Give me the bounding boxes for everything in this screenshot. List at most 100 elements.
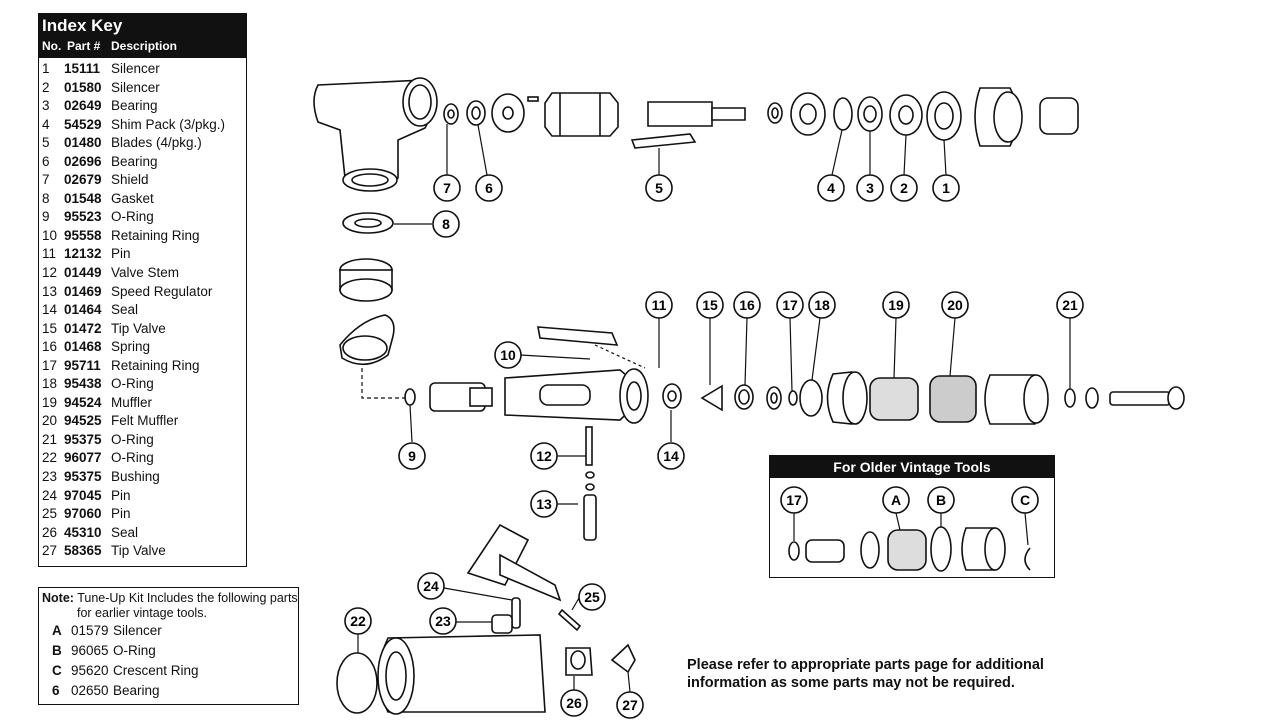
callout-5: 5 bbox=[645, 174, 673, 202]
part-silencer-2 bbox=[889, 94, 923, 136]
row-part: 01468 bbox=[64, 339, 102, 355]
row-desc: O-Ring bbox=[111, 450, 154, 466]
row-no: 12 bbox=[42, 265, 58, 281]
svg-text:27: 27 bbox=[622, 697, 638, 713]
row-no: 2 bbox=[42, 79, 50, 95]
callout-4: 4 bbox=[817, 174, 845, 202]
svg-text:B: B bbox=[936, 492, 946, 508]
svg-text:9: 9 bbox=[408, 448, 416, 464]
row-part: 95375 bbox=[64, 469, 102, 485]
refer-message-line1: Please refer to appropriate parts page f… bbox=[687, 657, 1044, 673]
row-no: 14 bbox=[42, 302, 58, 318]
part-collet bbox=[1039, 97, 1079, 135]
row-no: 21 bbox=[42, 431, 58, 447]
row-desc: Seal bbox=[111, 302, 139, 318]
part-muffler bbox=[869, 377, 919, 421]
part-motor-housing bbox=[504, 368, 649, 424]
part-rotor-blades bbox=[630, 101, 746, 149]
note-row-letter: A bbox=[52, 623, 62, 638]
row-desc: Tip Valve bbox=[111, 320, 166, 336]
row-desc: Blades (4/pkg.) bbox=[111, 135, 202, 151]
callout-1: 1 bbox=[932, 174, 960, 202]
row-desc: Felt Muffler bbox=[111, 413, 179, 429]
part-end-plate bbox=[790, 92, 826, 136]
callout-3: 3 bbox=[856, 174, 884, 202]
vintage-callout-a: A bbox=[882, 486, 910, 514]
callout-26: 26 bbox=[560, 689, 588, 717]
row-no: 27 bbox=[42, 543, 58, 559]
svg-text:8: 8 bbox=[442, 216, 450, 232]
part-shield bbox=[443, 103, 459, 125]
row-no: 6 bbox=[42, 153, 50, 169]
svg-text:3: 3 bbox=[866, 180, 874, 196]
row-no: 8 bbox=[42, 190, 50, 206]
note-row-part: 01579 bbox=[71, 623, 109, 638]
column-description: Description bbox=[111, 39, 178, 53]
row-part: 15111 bbox=[64, 61, 101, 76]
row-desc: Shield bbox=[111, 172, 149, 188]
part-valve-stem bbox=[585, 426, 593, 466]
row-no: 17 bbox=[42, 357, 58, 373]
callout-21: 21 bbox=[1056, 291, 1084, 319]
part-rotor-plate bbox=[491, 93, 525, 133]
note-row-part: 02650 bbox=[71, 683, 109, 698]
callout-9: 9 bbox=[398, 442, 426, 470]
callout-23: 23 bbox=[429, 607, 457, 635]
note-row-letter: B bbox=[52, 643, 62, 658]
index-key-header: Index Key No.Part #Description bbox=[39, 14, 246, 58]
row-desc: Shim Pack (3/pkg.) bbox=[111, 116, 226, 132]
row-no: 16 bbox=[42, 339, 58, 355]
part-end-cap bbox=[984, 374, 1049, 425]
part-exhaust-deflector bbox=[339, 314, 395, 366]
row-part: 02696 bbox=[64, 153, 102, 169]
row-part: 45310 bbox=[64, 524, 102, 540]
row-part: 01580 bbox=[64, 79, 102, 95]
row-part: 02679 bbox=[64, 172, 102, 188]
row-desc: Pin bbox=[111, 487, 131, 503]
row-part: 95711 bbox=[64, 357, 101, 373]
callout-2: 2 bbox=[890, 174, 918, 202]
part-regulator-ring bbox=[339, 258, 393, 302]
row-desc: Spring bbox=[111, 339, 151, 355]
index-key-column-headers: No.Part #Description bbox=[39, 36, 246, 53]
row-part: 97060 bbox=[64, 506, 102, 522]
callout-15: 15 bbox=[696, 291, 724, 319]
row-part: 01464 bbox=[64, 302, 102, 318]
vintage-part-17 bbox=[788, 539, 845, 563]
row-desc: Pin bbox=[111, 246, 131, 262]
part-cap bbox=[974, 87, 1023, 147]
row-part: 12132 bbox=[64, 246, 102, 262]
vintage-part-bushing bbox=[961, 527, 1006, 571]
row-part: 94525 bbox=[64, 413, 102, 429]
svg-text:25: 25 bbox=[584, 589, 600, 605]
svg-text:22: 22 bbox=[350, 613, 366, 629]
part-housing-elbow bbox=[313, 77, 438, 192]
row-no: 23 bbox=[42, 469, 58, 485]
part-washer-small bbox=[767, 102, 783, 124]
note-row-letter: 6 bbox=[52, 683, 60, 698]
row-desc: Silencer bbox=[111, 61, 160, 76]
svg-text:26: 26 bbox=[566, 695, 582, 711]
index-key-row: 14 01464 Seal bbox=[39, 301, 246, 320]
svg-text:13: 13 bbox=[536, 496, 552, 512]
note-panel: Note: Tune-Up Kit Includes the following… bbox=[38, 587, 299, 705]
row-no: 19 bbox=[42, 394, 58, 410]
part-oring-9 bbox=[404, 388, 416, 406]
svg-text:23: 23 bbox=[435, 613, 451, 629]
vintage-callout-17: 17 bbox=[780, 486, 808, 514]
svg-text:A: A bbox=[891, 492, 901, 508]
